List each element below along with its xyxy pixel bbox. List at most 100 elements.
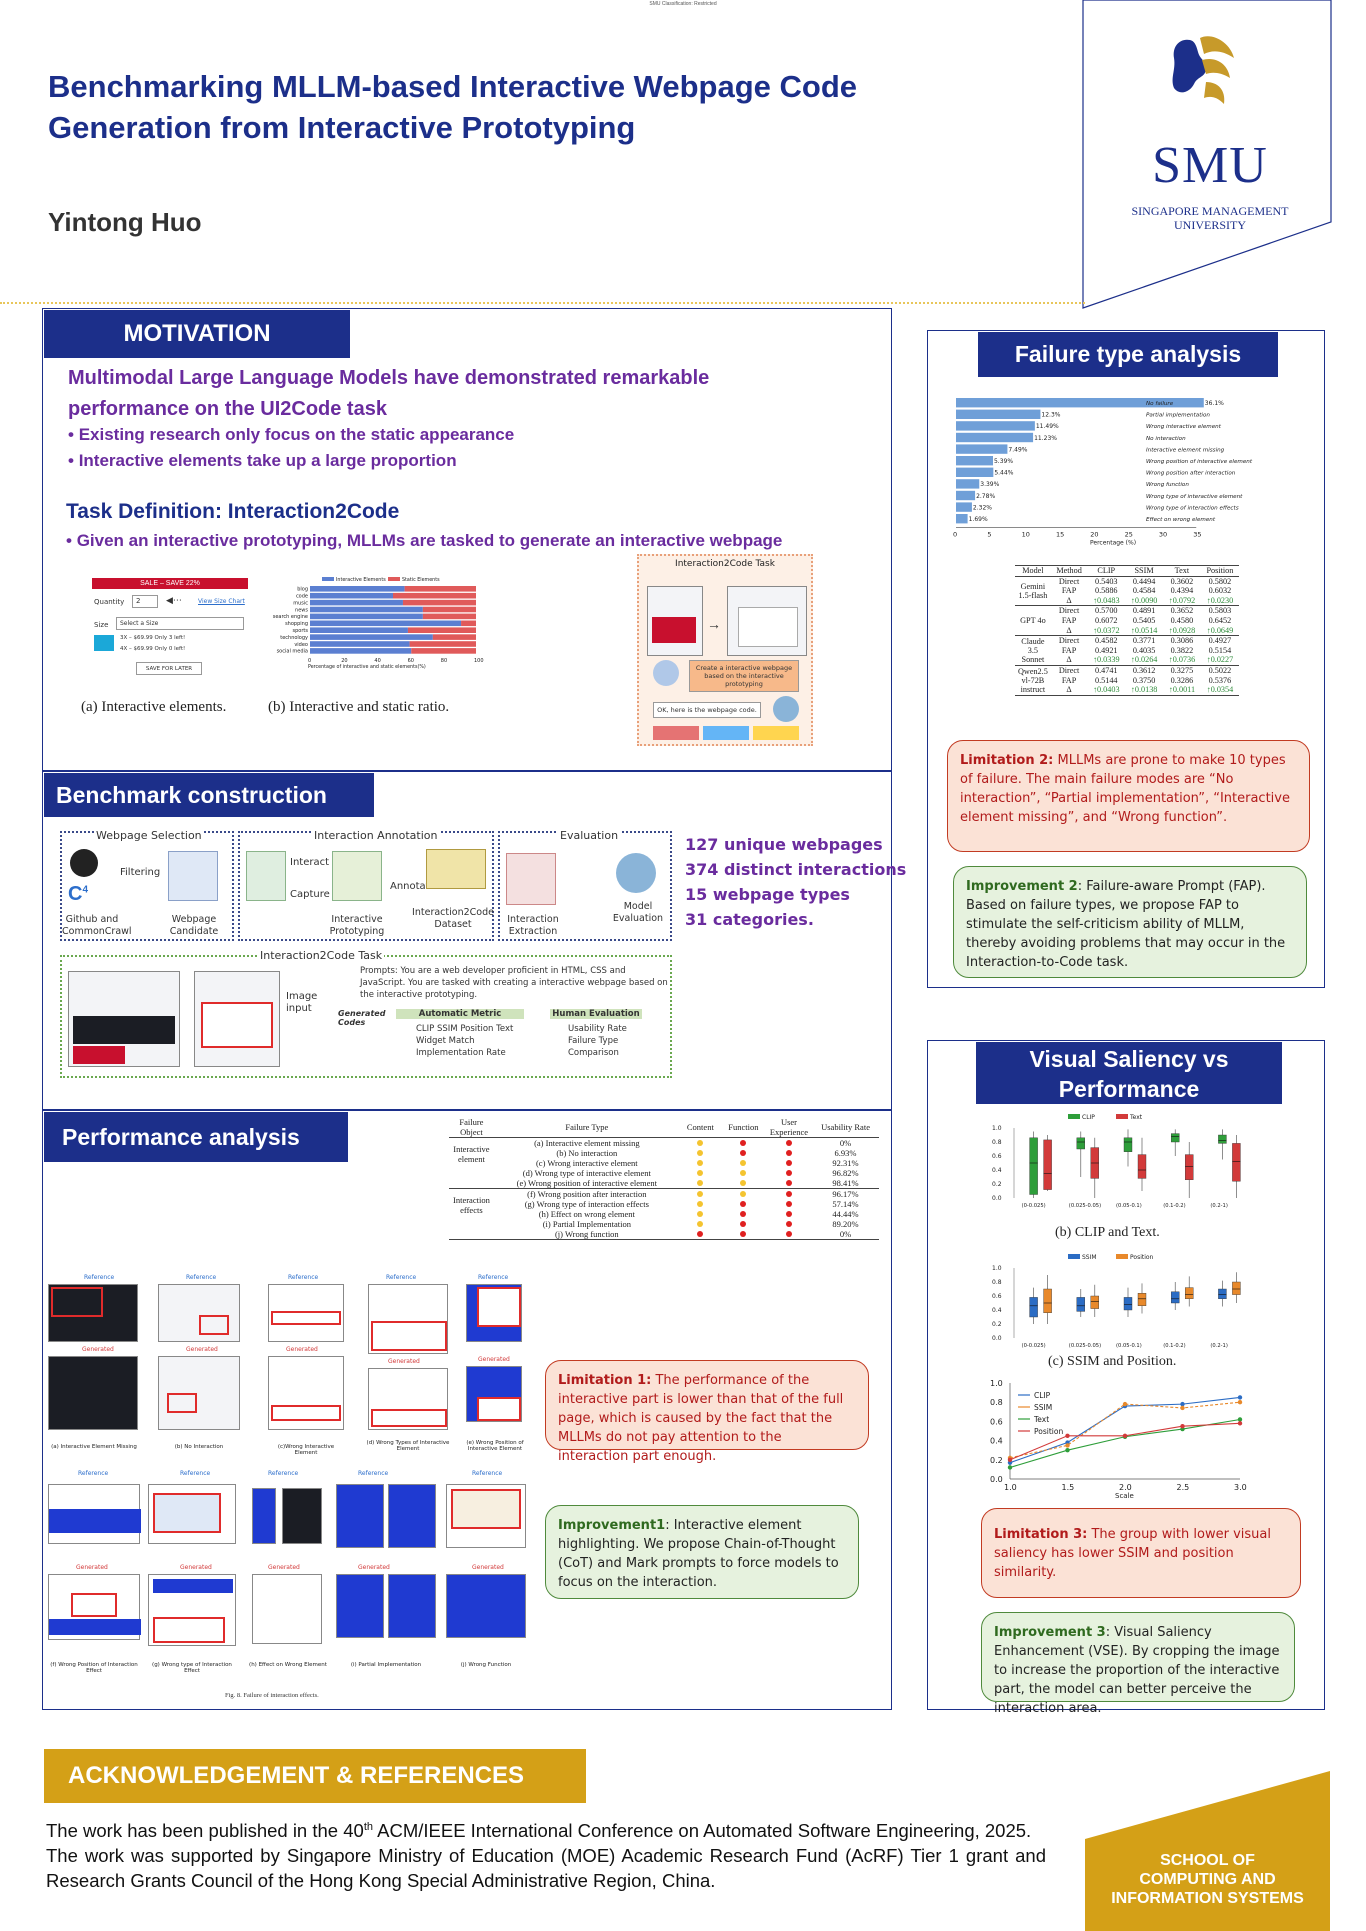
improvement-3-box: Improvement 3: Visual Saliency Enhanceme… — [981, 1612, 1295, 1716]
capture-label: Capture — [290, 889, 330, 900]
failure-bar-value: 1.69% — [969, 516, 988, 523]
series-point — [1122, 1401, 1128, 1407]
line-x-tick: 2.0 — [1119, 1483, 1132, 1492]
box-rect — [1043, 1288, 1052, 1313]
line-y-tick: 0.4 — [990, 1437, 1003, 1446]
size-select: Select a Size — [116, 617, 244, 630]
legend-static-label: Static Elements — [402, 577, 440, 583]
category-label: technology — [280, 635, 308, 641]
series-point — [1122, 1433, 1128, 1438]
severity-dot — [697, 1201, 704, 1207]
limitation-1-box: Limitation 1: The performance of the int… — [545, 1360, 869, 1464]
filtering-label: Filtering — [120, 867, 161, 878]
legend-label: SSIM — [1034, 1403, 1052, 1412]
severity-dot — [697, 1150, 704, 1156]
line-y-tick: 1.0 — [990, 1379, 1003, 1388]
human-list: Usability Rate Failure Type Comparison — [568, 1024, 627, 1058]
severity-dot — [785, 1211, 792, 1217]
interaction-annotation-label: Interaction Annotation — [312, 829, 440, 842]
ref-label: Reference — [358, 1470, 389, 1477]
commoncrawl-icon: C4 — [68, 883, 89, 905]
box-rect — [1232, 1143, 1241, 1182]
interactive-prototyping-label: Interactive Prototyping — [329, 914, 385, 937]
failure-bar-label: Wrong type of interactive element — [1146, 494, 1243, 500]
series-point — [1237, 1417, 1243, 1422]
box-rect — [1029, 1297, 1038, 1318]
failure-analysis-heading: Failure type analysis — [978, 332, 1278, 377]
legend-static-swatch — [388, 577, 400, 581]
severity-dot — [785, 1170, 792, 1176]
gen-shot-f — [48, 1574, 141, 1640]
ref-label: Reference — [472, 1470, 503, 1477]
box-rect — [1170, 1133, 1180, 1143]
limitation-3-box: Limitation 3: The group with lower visua… — [981, 1508, 1301, 1598]
failure-x-label: Percentage (%) — [1090, 540, 1136, 547]
gen-shot-b — [158, 1356, 240, 1430]
task-figure-title: Interaction2Code Task — [675, 559, 775, 569]
line-x-tick: 3.0 — [1234, 1483, 1247, 1492]
legend-swatch — [1116, 1254, 1128, 1259]
improvement-2-box: Improvement 2: Failure-aware Prompt (FAP… — [953, 866, 1307, 978]
box-y-tick: 0.2 — [992, 1321, 1002, 1328]
failure-x-tick: 25 — [1125, 531, 1133, 539]
user-avatar-icon — [653, 660, 679, 686]
line-y-tick: 0.6 — [990, 1417, 1003, 1426]
caption-j: (j) Wrong Function — [460, 1662, 512, 1668]
acknowledgement-text: The work has been published in the 40th … — [46, 1820, 1046, 1892]
severity-dot — [785, 1150, 792, 1156]
box-x-tick: (0.2-1) — [1210, 1203, 1227, 1209]
task-shot-1 — [68, 971, 180, 1067]
interactive-bar — [310, 634, 433, 640]
box-y-tick: 0.4 — [992, 1167, 1002, 1174]
caption-i: (i) Partial Implementation — [350, 1662, 422, 1668]
severity-dot — [740, 1211, 747, 1217]
ratio-x-tick: 40 — [374, 658, 380, 664]
series-point — [1237, 1400, 1243, 1405]
failure-table-row: (e) Wrong position of interactive elemen… — [516, 1178, 859, 1188]
failure-x-tick: 30 — [1159, 531, 1167, 539]
severity-dot — [740, 1191, 747, 1197]
view-size-link: View Size Chart — [198, 598, 245, 605]
severity-dot — [740, 1231, 747, 1237]
image-input-label: Image input — [286, 991, 318, 1014]
box-rect — [1029, 1137, 1038, 1195]
box-rect — [1076, 1297, 1086, 1312]
ref-label: Reference — [180, 1470, 211, 1477]
benchmark-diagram: Webpage Selection C4 Filtering Github an… — [60, 829, 672, 1078]
gen-label: Generated — [358, 1564, 390, 1571]
series-point — [1065, 1448, 1070, 1453]
failure-x-tick: 5 — [987, 531, 991, 539]
model-robot-icon — [616, 853, 656, 893]
ratio-x-tick: 60 — [408, 658, 414, 664]
sale-banner: SALE – SAVE 22% — [92, 578, 248, 589]
motivation-bullet-1: • Existing research only focus on the st… — [68, 425, 515, 444]
box-y-tick: 0.2 — [992, 1181, 1002, 1188]
series-point — [1007, 1457, 1013, 1462]
caption-ssim-position: (c) SSIM and Position. — [1048, 1354, 1177, 1369]
legend-interactive-swatch — [322, 577, 334, 581]
caption-b-no-interaction: (b) No Interaction — [174, 1444, 224, 1450]
failure-bar — [956, 432, 1034, 443]
failure-bar-value: 5.44% — [994, 470, 1013, 477]
stat-webpage-types: 15 webpage types — [685, 885, 850, 904]
interaction-extraction-label: Interaction Extraction — [507, 914, 559, 937]
box-rect — [1123, 1137, 1133, 1152]
stat-webpages: 127 unique webpages — [685, 835, 883, 854]
legend-label: CLIP — [1034, 1391, 1051, 1400]
webpage-selection-label: Webpage Selection — [94, 829, 204, 842]
category-label: sports — [293, 628, 309, 634]
static-bar — [407, 627, 476, 633]
line-x-tick: 2.5 — [1177, 1483, 1190, 1492]
ref-label: Reference — [386, 1274, 417, 1281]
box-y-tick: 1.0 — [992, 1125, 1002, 1132]
ref-shot-h1 — [252, 1488, 276, 1544]
failure-bar-value: 11.49% — [1036, 423, 1059, 430]
limitation-2-box: Limitation 2: MLLMs are prone to make 10… — [947, 740, 1310, 852]
category-label: blog — [297, 587, 308, 593]
failure-bar-label: No failure — [1146, 401, 1174, 407]
school-name: SCHOOL OF COMPUTING AND INFORMATION SYST… — [1111, 1852, 1304, 1907]
smu-logo-text: SMU — [1152, 137, 1268, 194]
